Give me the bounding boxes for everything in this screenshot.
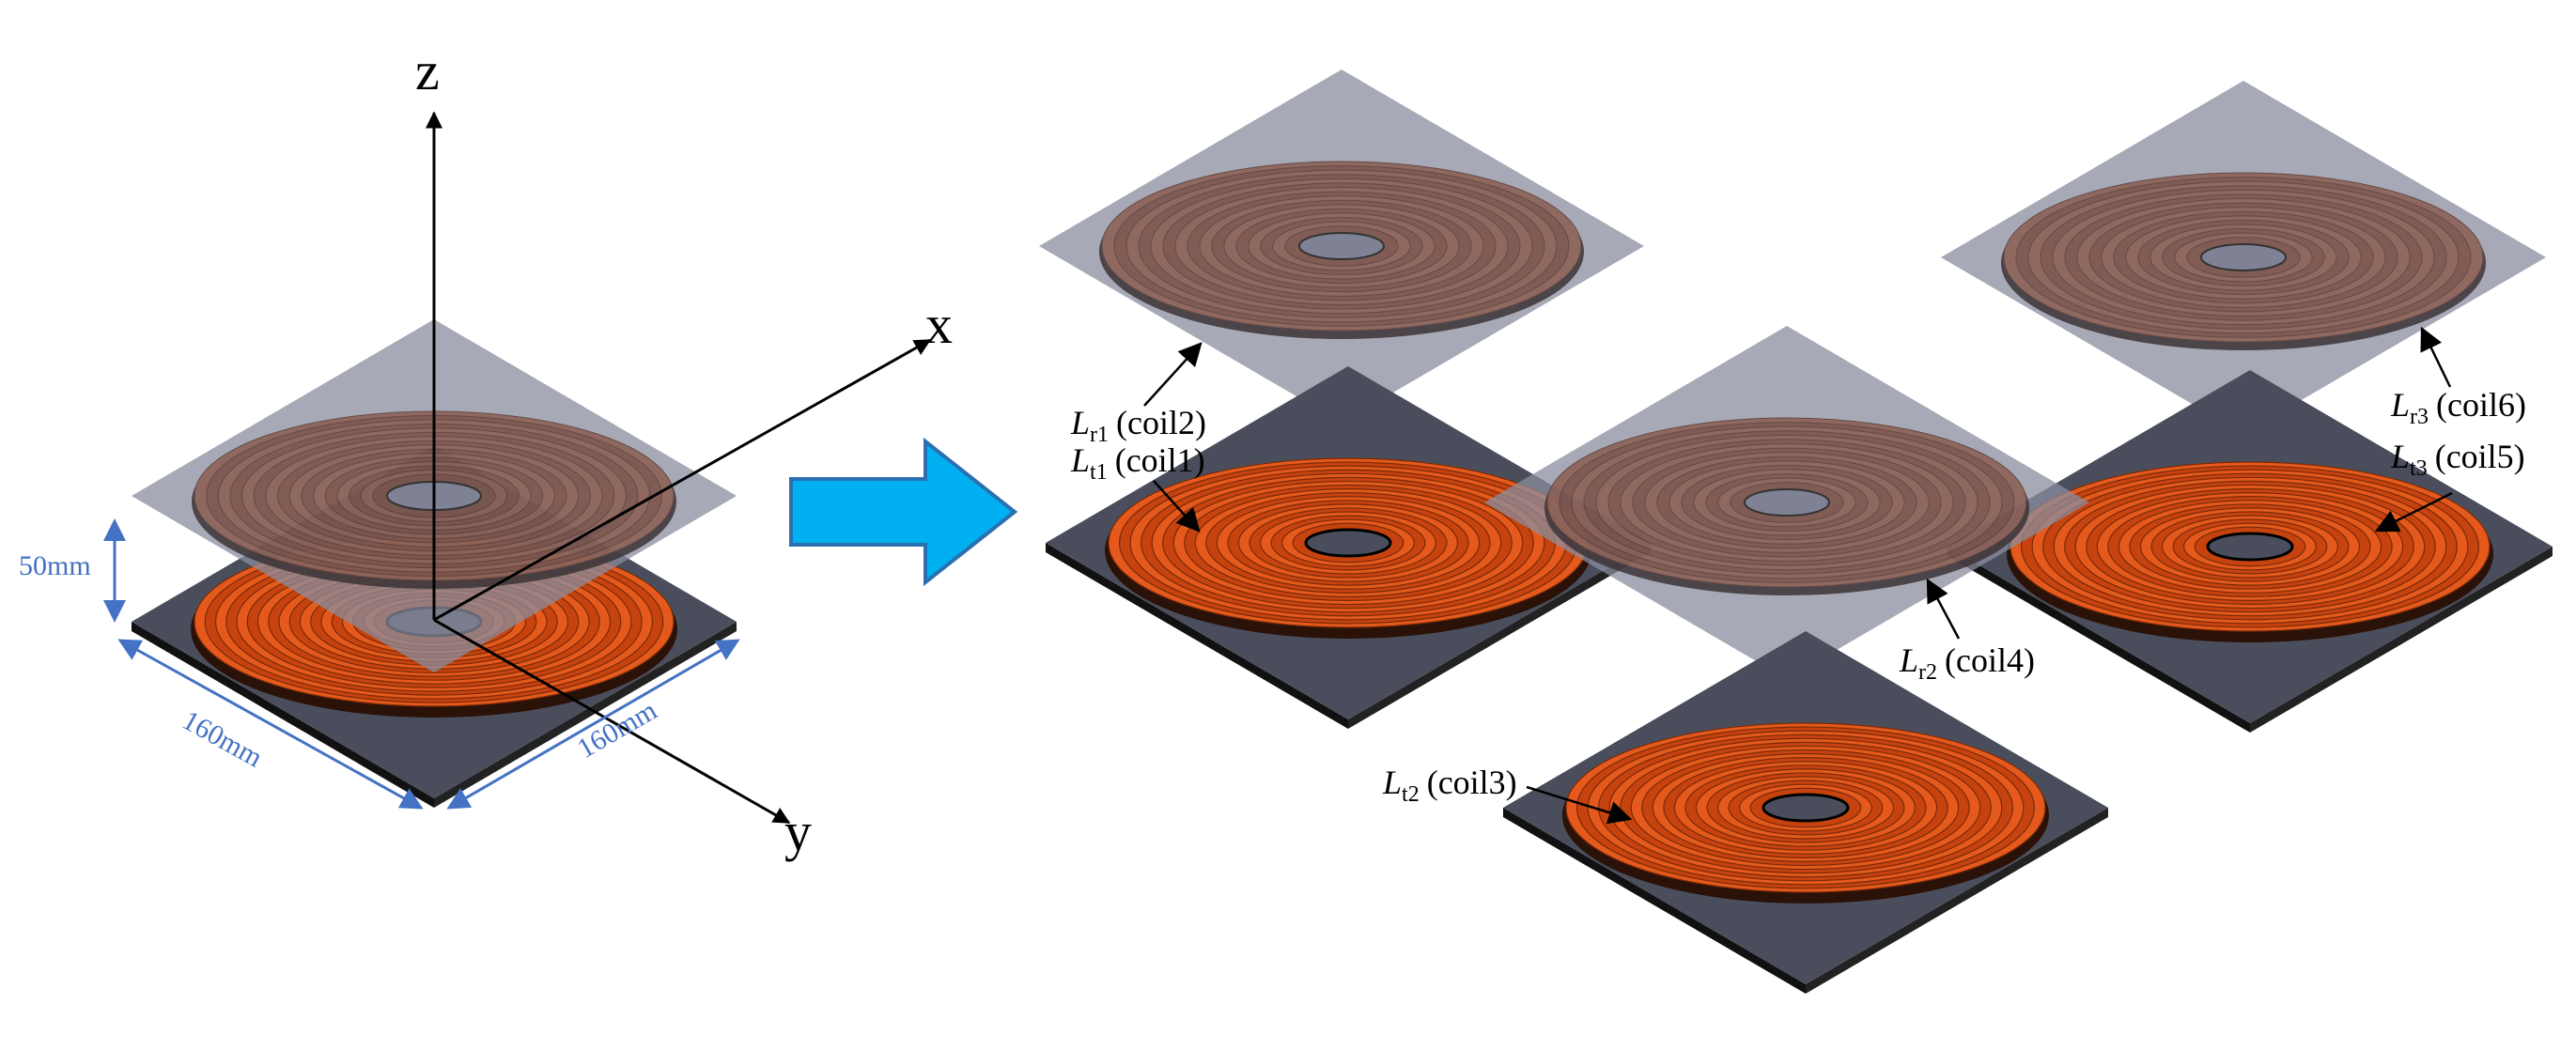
transform-arrow — [789, 437, 1018, 587]
coil3-label: Lt2(coil3) — [1382, 764, 1517, 807]
coil4-center-hole — [1744, 488, 1830, 517]
coil1-leader — [1153, 480, 1201, 533]
coil4-assembly — [1484, 326, 2089, 679]
z-axis-label: z — [415, 40, 440, 101]
coil4-leader — [1926, 578, 1961, 640]
coil6-center-hole — [2200, 243, 2287, 271]
coil1-label: Lt1(coil1) — [1070, 441, 1205, 485]
coil5-center-hole — [2206, 532, 2294, 562]
coil5-assembly — [1948, 370, 2553, 733]
coil2-leader — [1143, 342, 1203, 407]
coil1-center-hole — [1304, 528, 1392, 558]
coil1-assembly — [1046, 366, 1651, 729]
y-width-dimension-line — [446, 639, 740, 810]
coil6-leader — [2420, 326, 2452, 388]
height-dimension-label: 50mm — [19, 550, 91, 581]
coil2-label: Lr1(coil2) — [1070, 404, 1206, 447]
x-width-dimension-line — [117, 639, 424, 810]
coil2-assembly — [1039, 69, 1644, 423]
x-axis-line — [433, 338, 932, 622]
coil6-label: Lr3(coil6) — [2390, 386, 2526, 429]
coil4-label: Lr2(coil4) — [1899, 641, 2035, 685]
y-axis-label: y — [784, 801, 812, 862]
coil3-assembly — [1503, 631, 2108, 994]
coil5-leader — [2374, 491, 2453, 533]
coil5-label: Lt3(coil5) — [2390, 438, 2525, 481]
coil2-center-hole — [1298, 232, 1385, 260]
coil3-leader — [1526, 785, 1633, 825]
x-axis-label: x — [925, 294, 953, 355]
coil6-assembly — [1941, 81, 2546, 434]
coil3-center-hole — [1761, 793, 1850, 823]
